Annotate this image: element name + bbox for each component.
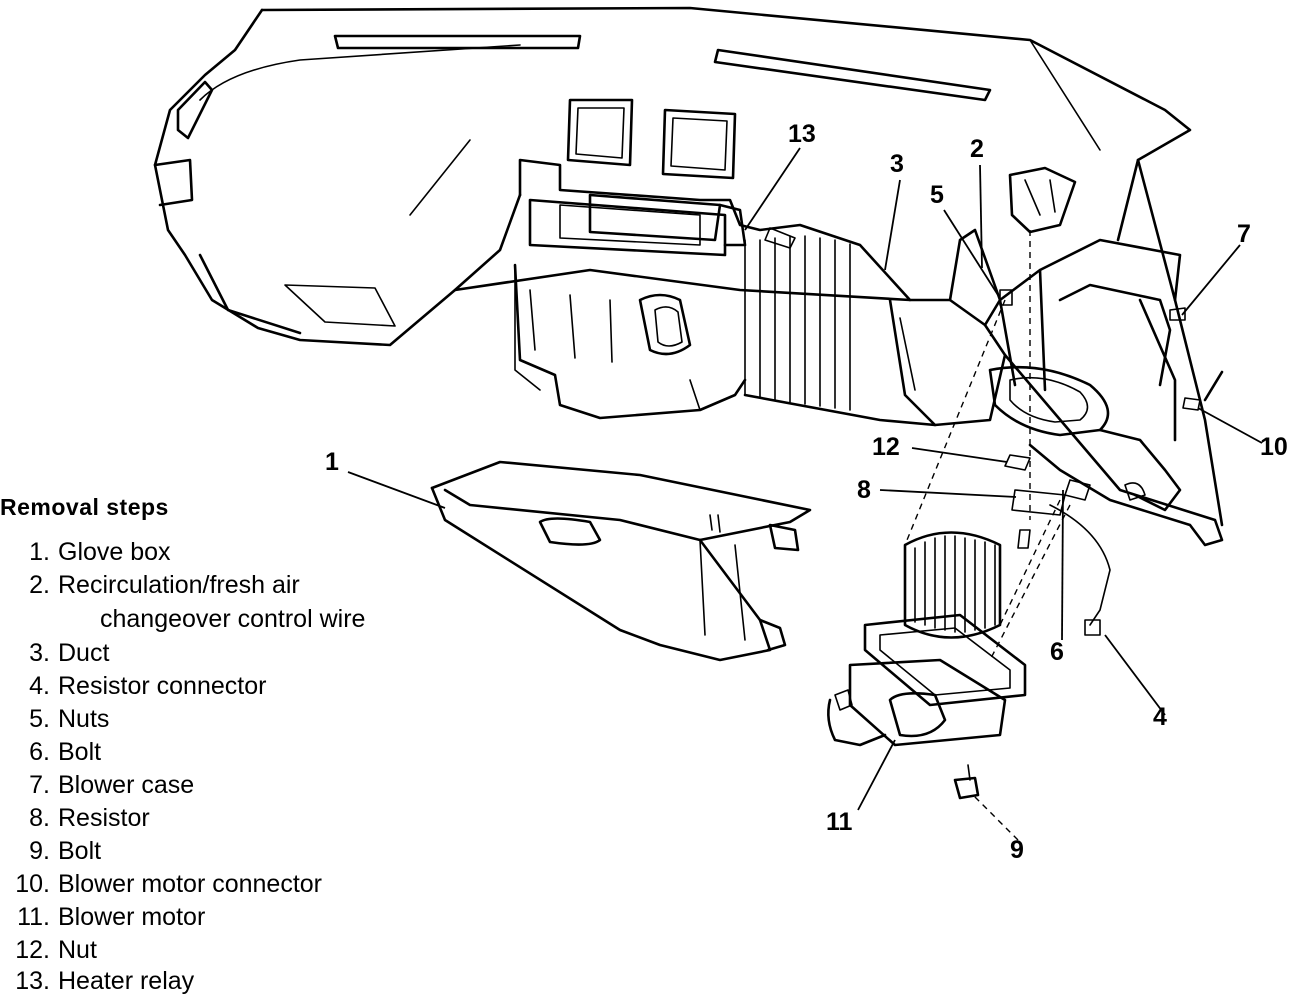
step-text: Bolt	[58, 837, 102, 865]
removal-step: 2. Recirculation/fresh air	[0, 570, 300, 600]
step-number: 1.	[29, 538, 50, 566]
removal-step: 8. Resistor	[0, 803, 150, 833]
callout-6: 6	[1050, 638, 1064, 666]
step-number: 10.	[15, 870, 50, 898]
step-number: 3.	[29, 639, 50, 667]
removal-step: 9. Bolt	[0, 836, 101, 866]
removal-step: 7. Blower case	[0, 770, 194, 800]
removal-step: 6. Bolt	[0, 737, 101, 767]
step-text: Heater relay	[58, 967, 195, 995]
step-number: 5.	[29, 705, 50, 733]
step-text: Bolt	[58, 738, 102, 766]
removal-steps-title: Removal steps	[0, 494, 169, 520]
callout-7: 7	[1237, 220, 1251, 248]
step-text: Nuts	[58, 705, 110, 733]
step-text: Blower motor connector	[58, 870, 323, 898]
blower-motor	[827, 531, 1027, 800]
step-number: 13.	[15, 967, 50, 995]
callout-10: 10	[1260, 433, 1288, 461]
removal-step: 11. Blower motor	[0, 902, 205, 932]
callout-numbers: 1 2 3 4 5 6 7 8 9 10 11 12 13	[325, 120, 1288, 864]
callout-5: 5	[930, 181, 944, 209]
step-number: 2.	[29, 571, 50, 599]
step-text: Resistor connector	[58, 672, 267, 700]
step-number: 7.	[29, 771, 50, 799]
removal-step-continuation: changeover control wire	[100, 604, 365, 634]
removal-step: 10. Blower motor connector	[0, 869, 322, 899]
step-text: Duct	[58, 639, 110, 667]
removal-step: 12. Nut	[0, 935, 97, 965]
heater-unit	[453, 158, 1224, 636]
callout-4: 4	[1153, 703, 1167, 731]
step-text: Blower case	[58, 771, 195, 799]
callout-1: 1	[325, 448, 339, 476]
callout-8: 8	[857, 476, 871, 504]
step-text: Blower motor	[58, 903, 206, 931]
removal-step: 3. Duct	[0, 638, 109, 668]
removal-step: 4. Resistor connector	[0, 671, 266, 701]
step-number: 4.	[29, 672, 50, 700]
callout-9: 9	[1010, 836, 1024, 864]
removal-step: 1. Glove box	[0, 537, 171, 567]
step-number: 12.	[15, 936, 50, 964]
callout-11: 11	[826, 808, 853, 836]
step-number: 6.	[29, 738, 50, 766]
callout-2: 2	[970, 135, 984, 163]
step-number: 11.	[17, 903, 50, 931]
callout-12: 12	[872, 433, 900, 461]
step-text: Nut	[58, 936, 97, 964]
step-text: Recirculation/fresh air	[58, 571, 300, 599]
removal-step: 5. Nuts	[0, 704, 109, 734]
dashboard-outline	[153, 6, 1224, 527]
leader-lines	[347, 147, 1263, 841]
step-text: Resistor	[58, 804, 150, 832]
glove-box	[430, 460, 812, 662]
callout-3: 3	[890, 150, 904, 178]
callout-13: 13	[788, 120, 816, 148]
removal-step: 13. Heater relay	[0, 966, 194, 996]
step-number: 9.	[29, 837, 50, 865]
step-text: Glove box	[58, 538, 171, 566]
step-text: changeover control wire	[100, 605, 366, 633]
step-number: 8.	[29, 804, 50, 832]
